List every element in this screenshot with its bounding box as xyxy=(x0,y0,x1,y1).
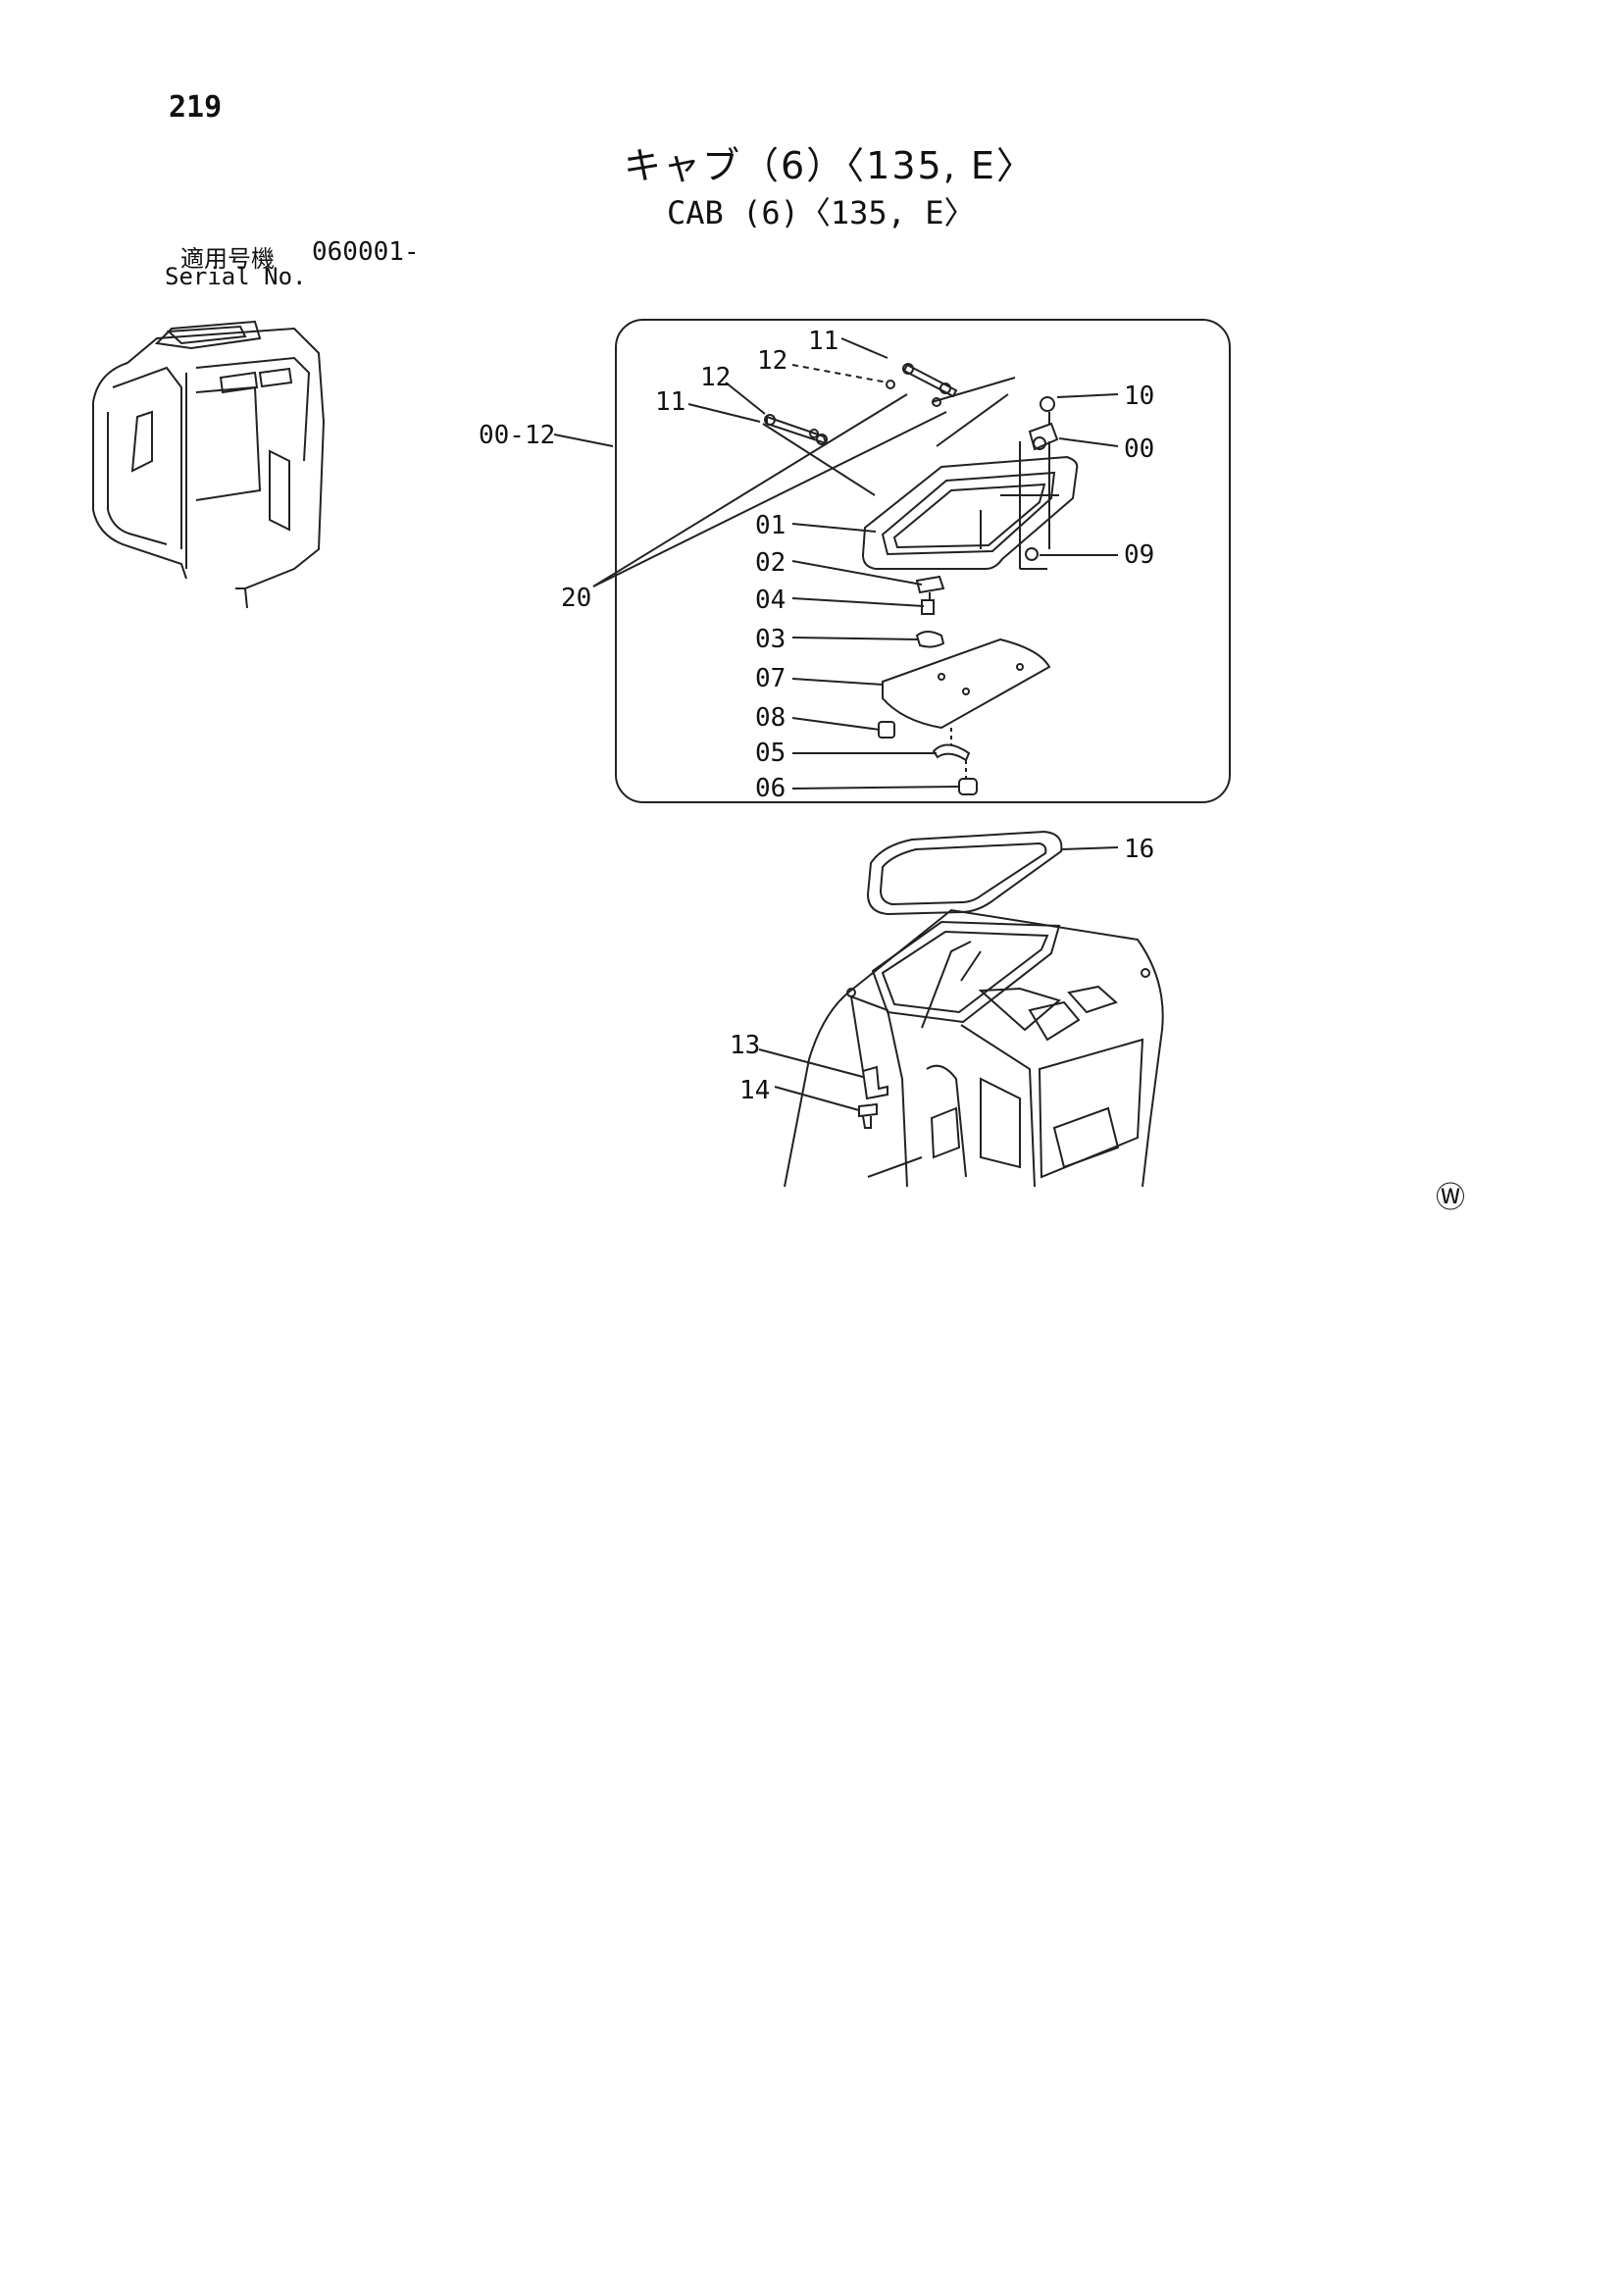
callout-16: 16 xyxy=(1124,835,1154,864)
page-number: 219 xyxy=(169,90,223,125)
callout-02: 02 xyxy=(755,548,786,578)
callout-00-12: 00-12 xyxy=(479,421,555,450)
callout-03: 03 xyxy=(755,625,786,654)
callout-05: 05 xyxy=(755,739,786,768)
callout-04: 04 xyxy=(755,586,786,615)
callout-01: 01 xyxy=(755,511,786,540)
window-seal xyxy=(866,830,1063,916)
leader-lines xyxy=(553,337,1119,1111)
handle-05 xyxy=(932,743,971,762)
callout-12-lower: 12 xyxy=(700,363,731,392)
title-japanese: キャブ（6）〈135, E〉 xyxy=(624,144,1036,187)
callout-13: 13 xyxy=(730,1031,760,1060)
serial-label-japanese: 適用号機 xyxy=(180,245,275,273)
callout-11-lower: 11 xyxy=(655,387,685,417)
callout-07: 07 xyxy=(755,664,786,693)
serial-label-english: Serial No. xyxy=(165,263,307,290)
hatch-strut-left xyxy=(764,414,828,445)
callout-09: 09 xyxy=(1124,540,1154,570)
callout-06: 06 xyxy=(755,774,786,803)
callout-11-upper: 11 xyxy=(808,327,838,356)
assembly-enclosure xyxy=(615,319,1231,803)
roof-hatch-frame xyxy=(861,455,1079,570)
cover-plate xyxy=(882,638,1051,730)
callout-20: 20 xyxy=(561,584,591,613)
knob-06 xyxy=(958,778,978,795)
callout-labels: 00-12 11 12 12 11 10 00 01 02 04 03 07 0… xyxy=(479,327,1154,1105)
cab-body xyxy=(784,908,1164,1188)
cab-thumbnail xyxy=(92,320,326,609)
callout-14: 14 xyxy=(739,1076,770,1105)
serial-number-value: 060001- xyxy=(312,237,420,267)
hinge-parts xyxy=(1019,396,1059,570)
callout-10: 10 xyxy=(1124,382,1154,411)
variant-mark: Ⓦ xyxy=(1436,1181,1465,1215)
callout-00: 00 xyxy=(1124,434,1154,464)
knob-08 xyxy=(878,721,895,739)
bracket-parts xyxy=(850,995,888,1129)
callout-08: 08 xyxy=(755,703,786,733)
callout-12-upper: 12 xyxy=(757,346,787,376)
lock-parts xyxy=(915,575,945,648)
title-english: CAB (6)〈135, E〉 xyxy=(667,194,976,231)
